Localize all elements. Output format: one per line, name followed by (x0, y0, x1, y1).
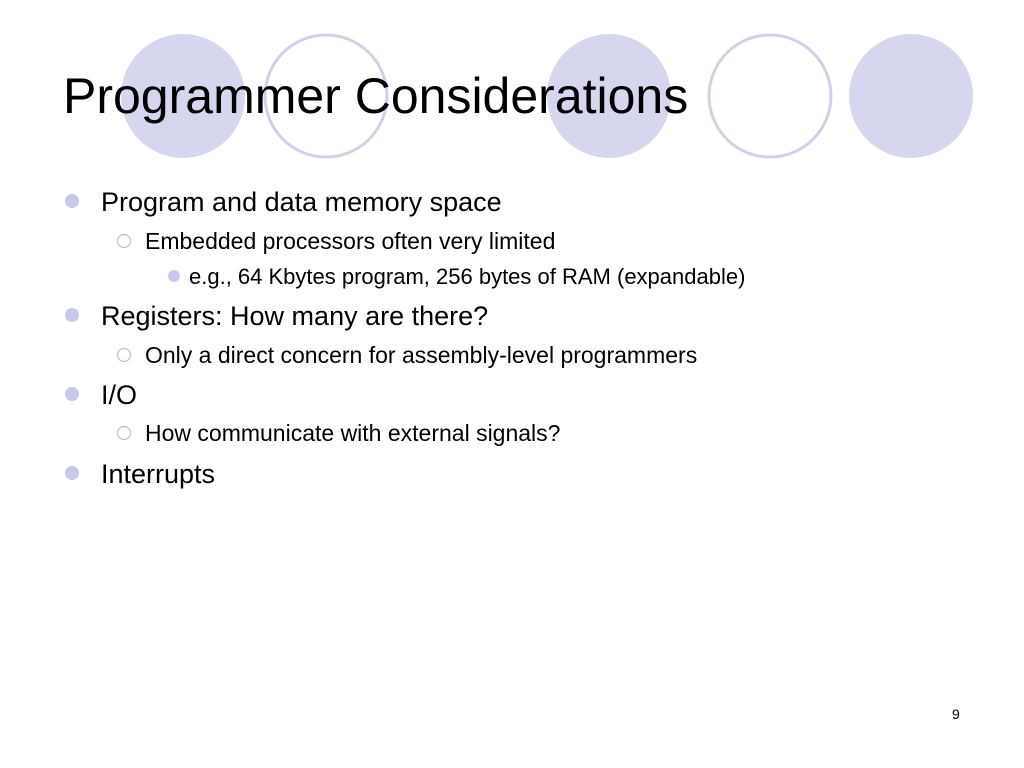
bullet-item: Program and data memory space (101, 187, 502, 217)
slide-title: Programmer Considerations (63, 68, 689, 124)
bullet-dot-icon (65, 194, 79, 208)
bullet-dot-icon (65, 308, 79, 322)
bullet-item: I/O (101, 380, 138, 410)
header-decoration (121, 33, 973, 159)
bullet-item: Embedded processors often very limited (145, 228, 556, 254)
bullet-dot-icon (65, 466, 79, 480)
bullet-ring-icon (117, 234, 131, 248)
decor-circle-filled (849, 34, 973, 158)
bullet-dot-icon (168, 270, 180, 282)
page-number: 9 (952, 706, 960, 722)
bullet-item: e.g., 64 Kbytes program, 256 bytes of RA… (189, 264, 746, 289)
decor-circle-filled (121, 34, 245, 158)
bullet-dot-icon (65, 387, 79, 401)
bullet-item: How communicate with external signals? (145, 420, 561, 446)
bullet-item: Only a direct concern for assembly-level… (145, 342, 698, 368)
bullet-ring-icon (117, 348, 131, 362)
bullet-ring-icon (117, 426, 131, 440)
decor-circle-ring (707, 33, 833, 159)
bullet-item: Registers: How many are there? (101, 301, 489, 331)
bullet-item: Interrupts (101, 459, 216, 489)
decor-circle-ring (263, 33, 389, 159)
decor-circle-filled (547, 34, 671, 158)
